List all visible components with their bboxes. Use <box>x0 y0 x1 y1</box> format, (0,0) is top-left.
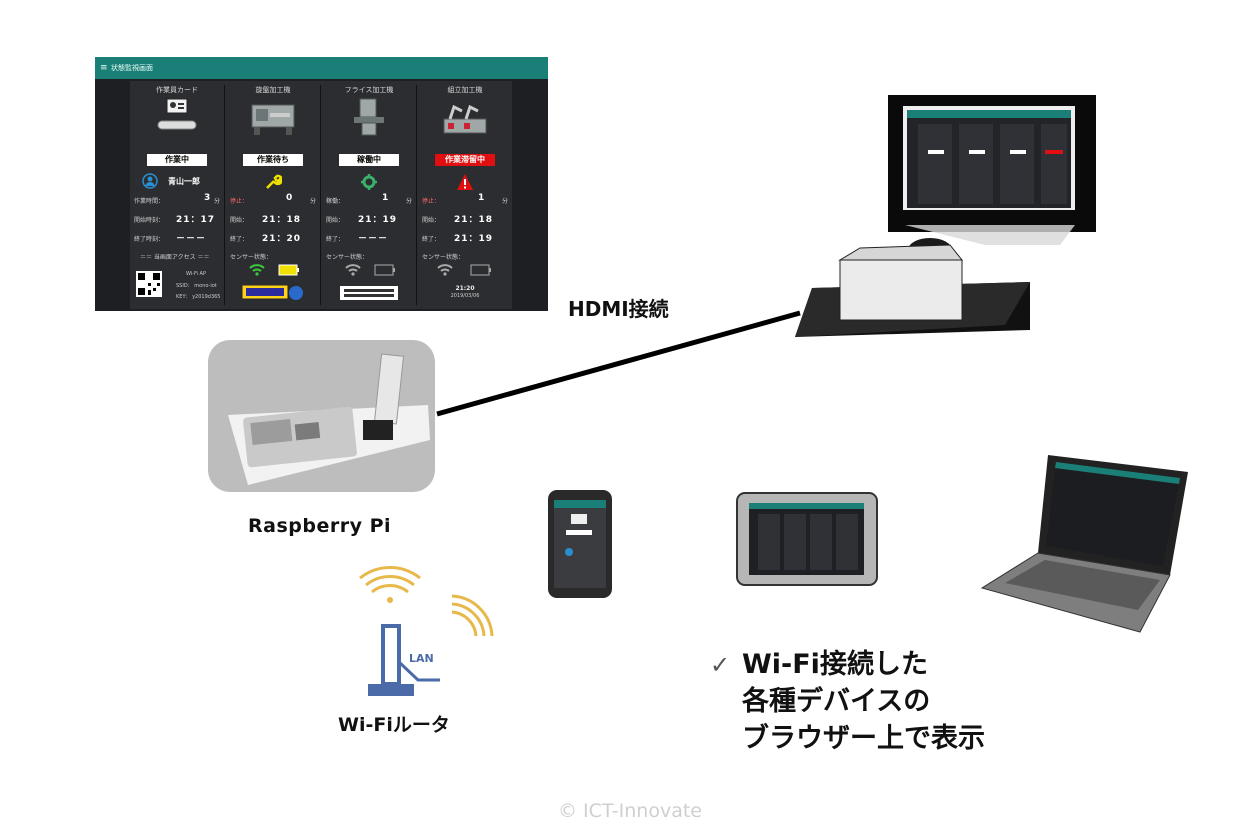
info-row: 開始時刻：21：17 <box>134 212 222 224</box>
wifi-ap-info: Wi-Fi AP SSID： mono-iot KEY： y2019d365 <box>130 267 224 309</box>
access-heading: ＝＝ 当画面アクセス ＝＝ <box>140 252 210 261</box>
sensor-label: センサー状態： <box>326 252 368 261</box>
worker-name: 青山一郎 <box>168 176 200 187</box>
milling-machine-icon <box>346 97 392 137</box>
router-lan-label: LAN <box>409 652 434 665</box>
router-label: Wi-Fiルータ <box>338 710 450 737</box>
status-badge: 作業滞留中 <box>435 154 495 166</box>
hamburger-icon[interactable]: ≡ <box>100 57 108 79</box>
wrench-icon <box>264 173 282 191</box>
battery-icon <box>278 264 300 276</box>
key-text: KEY： y2019d365 <box>176 293 220 300</box>
dashboard-titlebar: ≡ 状態監視画面 <box>95 57 548 79</box>
id-card-reader-icon <box>154 97 200 137</box>
assembly-robot-icon <box>442 97 488 137</box>
qr-code-icon <box>136 271 162 297</box>
bullet-line: Wi-Fi接続した <box>742 645 928 685</box>
laptop-icon <box>982 455 1188 632</box>
battery-icon <box>374 264 396 276</box>
person-icon <box>142 173 158 189</box>
raspberry-pi-label: Raspberry Pi <box>248 515 391 537</box>
wifi-signal-icon <box>436 263 454 277</box>
gear-icon <box>360 173 378 191</box>
column-header: フライス加工機 <box>322 85 416 95</box>
projector-screen-icon <box>888 95 1096 245</box>
wifi-router-icon <box>360 567 492 696</box>
column-header: 組立加工機 <box>418 85 512 95</box>
sponsor-logo <box>340 286 398 300</box>
info-row: 開始：21：19 <box>326 212 414 224</box>
info-row: 開始：21：18 <box>422 212 510 224</box>
column-header: 旋盤加工機 <box>226 85 320 95</box>
lathe-machine-icon <box>250 97 296 137</box>
clock-date: 2019/03/06 <box>418 293 512 299</box>
status-badge: 作業待ち <box>243 154 303 166</box>
wifi-ap-label: Wi-Fi AP <box>186 271 206 277</box>
bullet-line: 各種デバイスの <box>742 682 930 722</box>
status-badge: 稼働中 <box>339 154 399 166</box>
info-row: 開始：21：18 <box>230 212 318 224</box>
hdmi-cable-line <box>437 313 800 414</box>
ssid-text: SSID： mono-iot <box>176 282 217 289</box>
battery-icon <box>470 264 492 276</box>
dashboard-title: 状態監視画面 <box>111 57 153 79</box>
sponsor-logo <box>242 285 304 303</box>
bullet-line: ブラウザー上で表示 <box>742 719 985 759</box>
raspberry-pi-photo <box>228 354 430 485</box>
clock-time: 21:20 <box>418 285 512 292</box>
tablet-icon <box>737 493 877 585</box>
info-row: 終了：21：19 <box>422 231 510 243</box>
sensor-label: センサー状態： <box>230 252 272 261</box>
status-badge: 作業中 <box>147 154 207 166</box>
sensor-label: センサー状態： <box>422 252 464 261</box>
column-header: 作業員カード <box>130 85 224 95</box>
checkmark-icon: ✓ <box>710 645 730 685</box>
hdmi-label: HDMI接続 <box>568 293 669 322</box>
smartphone-icon <box>548 490 612 598</box>
info-row: 終了：21：20 <box>230 231 318 243</box>
info-row: 終了時刻：－－－ <box>134 231 222 243</box>
copyright-text: © ICT-Innovate <box>0 800 1260 822</box>
wifi-signal-icon <box>344 263 362 277</box>
warning-icon <box>456 173 474 191</box>
projector-icon <box>795 238 1030 337</box>
info-row: 終了：－－－ <box>326 231 414 243</box>
wifi-signal-icon <box>248 263 266 277</box>
